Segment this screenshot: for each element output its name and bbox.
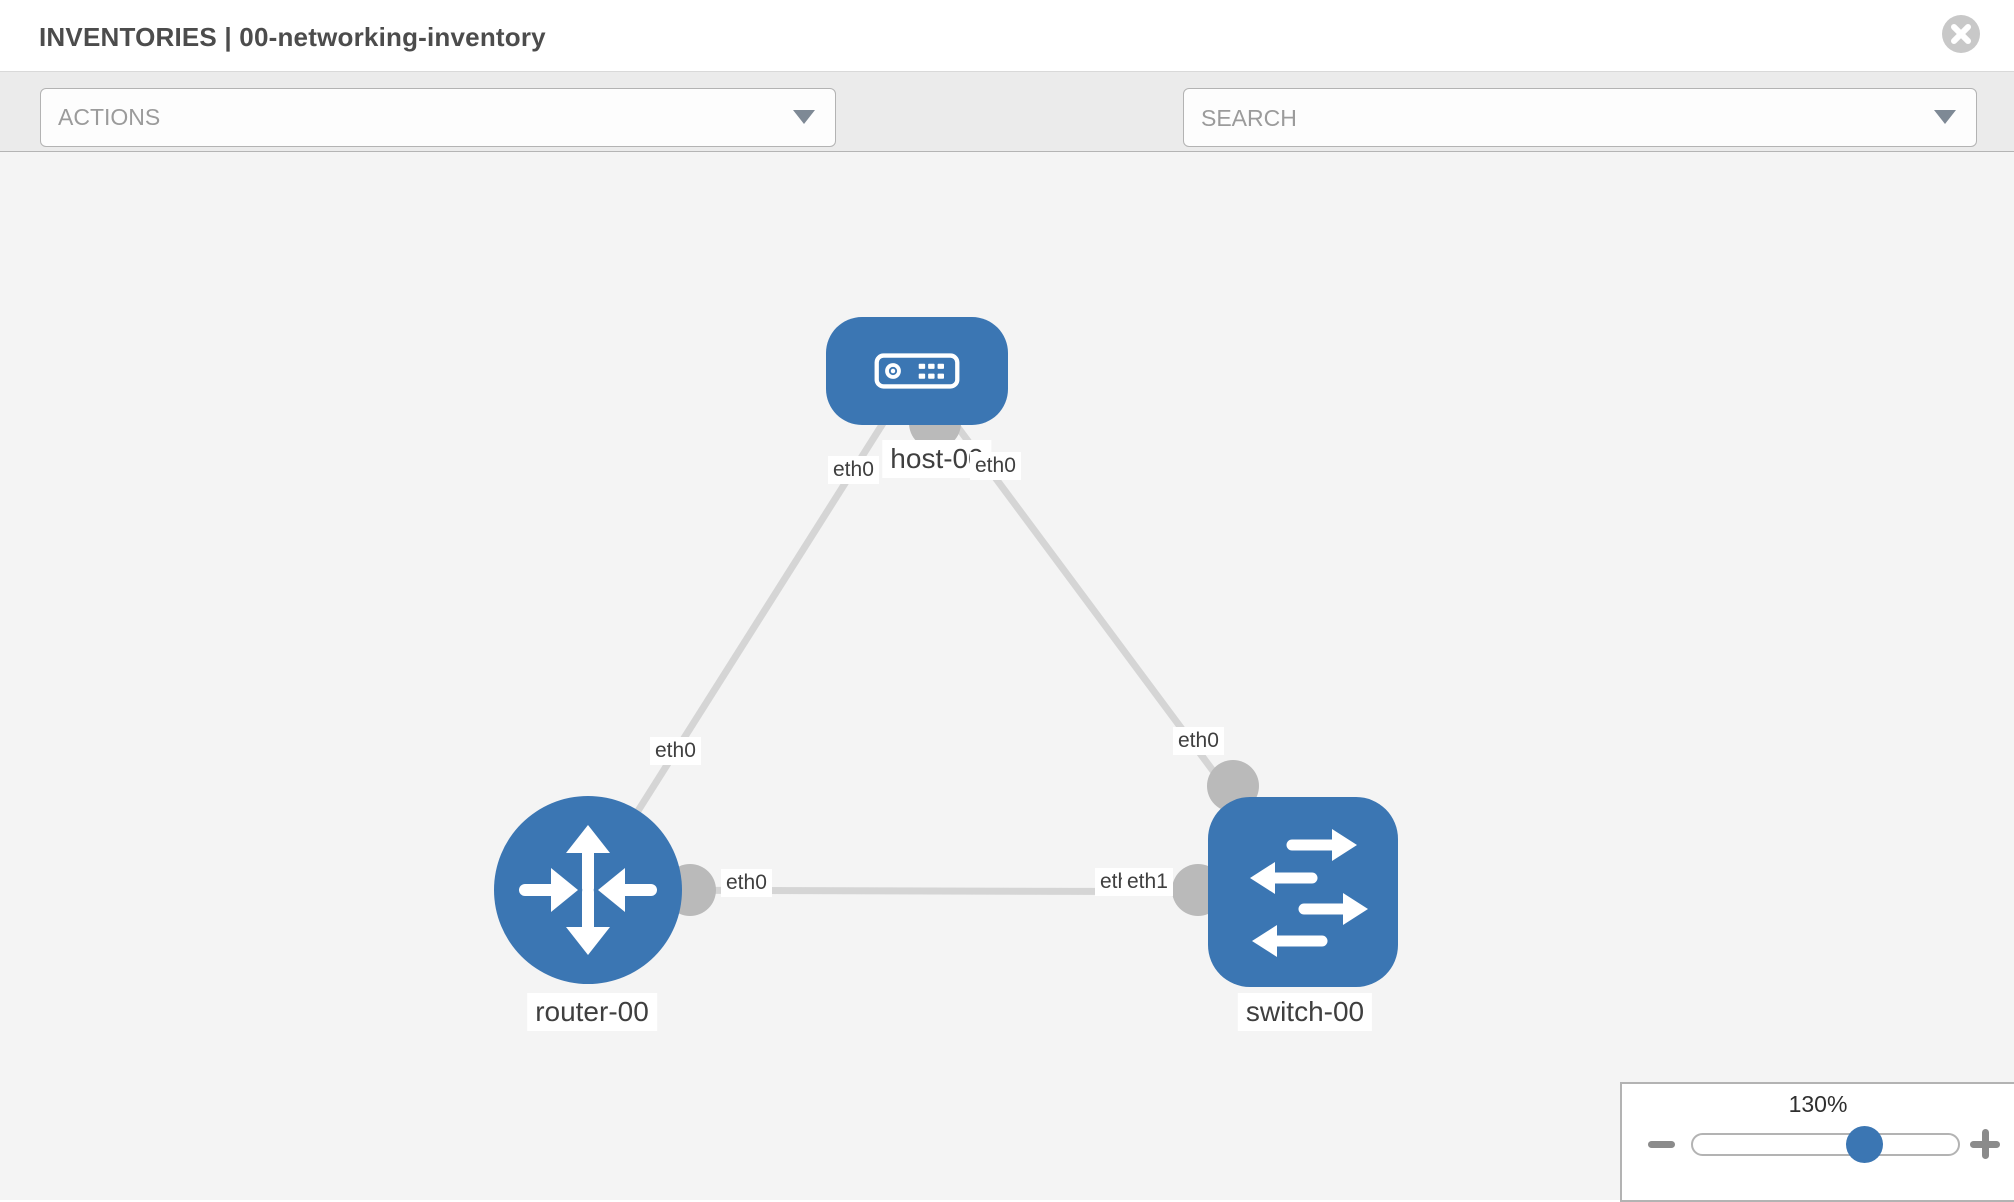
topology-canvas[interactable]: host-00 router-00 switch-00 eth0 eth0 et…	[0, 152, 2014, 1200]
search-input[interactable]	[1184, 89, 1923, 148]
node-router-00[interactable]	[494, 796, 682, 984]
chevron-down-icon[interactable]	[1934, 110, 1956, 124]
switch-icon	[1250, 829, 1368, 957]
zoom-panel: 130%	[1620, 1082, 2014, 1202]
node-switch-00[interactable]	[1208, 797, 1398, 987]
zoom-slider-handle[interactable]	[1846, 1126, 1883, 1163]
close-icon	[1951, 24, 1971, 44]
interface-label-switch-eth1: eth1	[1122, 868, 1173, 896]
zoom-in-button[interactable]	[1970, 1129, 2000, 1159]
search-dropdown[interactable]	[1183, 88, 1977, 148]
router-icon	[519, 825, 657, 955]
interface-label-host-eth0: eth0	[828, 456, 879, 484]
actions-dropdown-label: ACTIONS	[58, 104, 161, 130]
interface-label-switch-eth0-uplink: eth0	[1173, 727, 1224, 755]
chevron-down-icon	[793, 110, 815, 124]
interface-label-router-eth0: eth0	[721, 869, 772, 897]
zoom-level-value: 130%	[1788, 1091, 1848, 1117]
actions-dropdown[interactable]: ACTIONS	[40, 88, 836, 147]
close-button[interactable]	[1942, 15, 1980, 53]
zoom-out-button[interactable]	[1648, 1141, 1675, 1148]
node-label-router: router-00	[527, 993, 657, 1031]
zoom-slider-track[interactable]	[1691, 1133, 1960, 1156]
links-layer	[585, 368, 1306, 916]
toolbar: ACTIONS	[0, 71, 2014, 206]
host-icon	[874, 353, 960, 389]
page-title: INVENTORIES | 00-networking-inventory	[39, 22, 546, 52]
plus-icon	[1981, 1129, 1989, 1159]
interface-label-host-eth0-right: eth0	[970, 452, 1021, 480]
node-label-switch: switch-00	[1237, 993, 1373, 1031]
header: INVENTORIES | 00-networking-inventory	[0, 0, 2014, 71]
interface-label-router-eth0-uplink: eth0	[650, 737, 701, 765]
node-host-00[interactable]	[826, 317, 1008, 425]
